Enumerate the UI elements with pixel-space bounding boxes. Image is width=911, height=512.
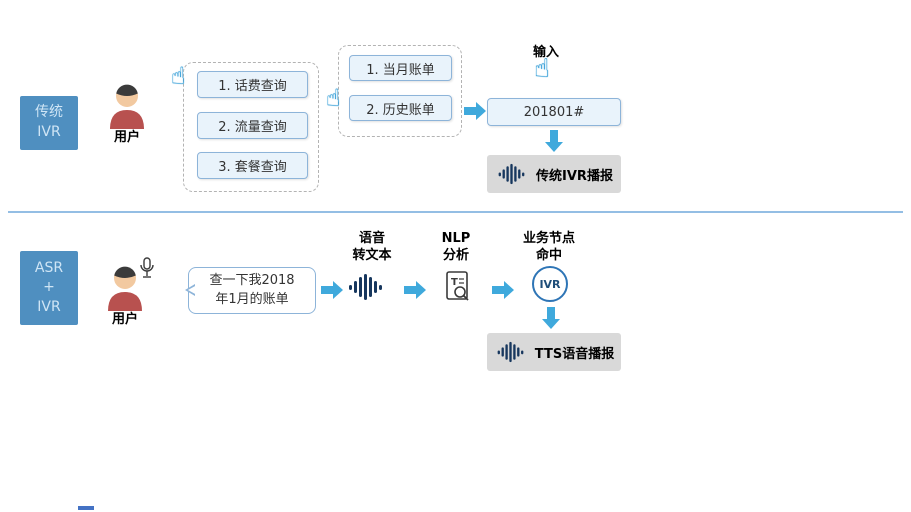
menu-option-history-bill: 2. 历史账单 — [349, 95, 452, 121]
user-avatar — [110, 84, 144, 129]
menu-option-package: 3. 套餐查询 — [197, 152, 308, 179]
hand-pointer-icon: ☝ — [326, 84, 341, 112]
side-label-line: 传统 — [35, 104, 63, 121]
menu-level2-group — [338, 45, 462, 137]
traditional-ivr-side-label: 传统 IVR — [20, 96, 78, 150]
arrow-right-icon — [321, 281, 343, 299]
asr-ivr-side-label: ASR + IVR — [20, 251, 78, 325]
user-label: 用户 — [113, 130, 140, 145]
hand-pointer-icon: ☝ — [534, 54, 550, 84]
user-avatar — [108, 266, 142, 311]
audio-wave-icon — [349, 274, 382, 300]
speech-text-line: 查一下我2018 — [209, 272, 295, 288]
decoration-mark — [78, 506, 94, 510]
speech-bubble: 查一下我2018 年1月的账单 — [185, 267, 316, 314]
menu-option-data-usage: 2. 流量查询 — [197, 112, 308, 139]
traditional-broadcast-box: 传统IVR播报 — [487, 155, 621, 193]
arrow-right-icon — [464, 102, 486, 120]
side-label-line: IVR — [37, 298, 61, 315]
side-label-line: ASR — [34, 259, 64, 276]
speech-to-text-label: 语音 转文本 — [352, 231, 392, 263]
arrow-down-icon — [542, 307, 560, 329]
hand-pointer-icon: ☝ — [171, 62, 186, 90]
input-label: 输入 — [532, 45, 559, 60]
section-divider — [8, 211, 903, 213]
microphone-icon — [140, 257, 154, 278]
arrow-right-icon — [492, 281, 514, 299]
tts-broadcast-box: TTS语音播报 — [487, 333, 621, 371]
user-label: 用户 — [111, 312, 138, 327]
business-node-hit-label: 业务节点 命中 — [522, 231, 575, 263]
menu-option-current-bill: 1. 当月账单 — [349, 55, 452, 81]
broadcast-label: 传统IVR播报 — [536, 168, 613, 184]
dtmf-input-value-box: 201801# — [487, 98, 621, 126]
svg-text:T: T — [451, 277, 458, 288]
menu-option-call-fee: 1. 话费查询 — [197, 71, 308, 98]
broadcast-label: TTS语音播报 — [534, 346, 615, 362]
audio-wave-icon — [498, 163, 525, 185]
nlp-doc-search-icon: T — [446, 271, 469, 301]
side-label-line: IVR — [37, 124, 61, 140]
speech-text-line: 年1月的账单 — [215, 291, 289, 307]
nlp-analysis-label: NLP 分析 — [441, 231, 471, 263]
arrow-right-icon — [404, 281, 426, 299]
arrow-down-icon — [545, 130, 563, 152]
ivr-circle-icon: IVR — [532, 266, 568, 302]
audio-wave-icon — [497, 341, 524, 363]
side-label-line: + — [43, 279, 55, 296]
menu-level1-group — [183, 62, 319, 192]
